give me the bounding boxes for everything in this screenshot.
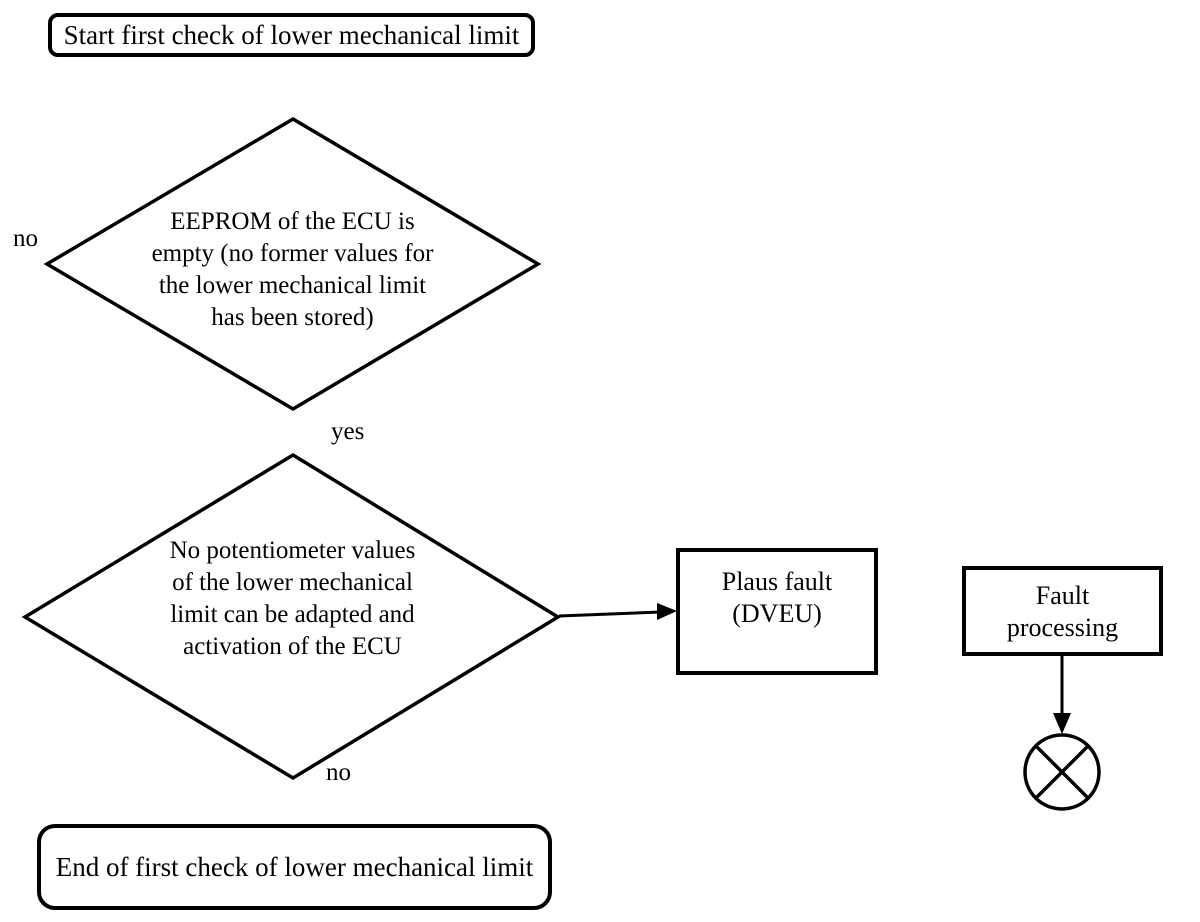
decision2-line: limit can be adapted and: [170, 601, 415, 628]
decision2-text: No potentiometer values of the lower mec…: [60, 535, 525, 663]
start-node-label: Start first check of lower mechanical li…: [63, 19, 520, 50]
decision1-line: has been stored): [211, 304, 374, 331]
fault-processing-line: processing: [1006, 613, 1119, 642]
decision1-diamond: [43, 116, 542, 412]
decision2-line: activation of the ECU: [183, 633, 402, 660]
plaus-fault-line: (DVEU): [732, 599, 822, 628]
decision2-no-label: no: [326, 759, 351, 786]
decision1-no-label: no: [13, 225, 38, 252]
fault-processing-line: Fault: [1035, 581, 1090, 610]
decision2-line: No potentiometer values: [169, 537, 416, 564]
crossed-circle-terminator-icon: [1023, 733, 1101, 811]
decision2-diamond: [21, 452, 562, 781]
plaus-fault-node: Plaus fault (DVEU): [676, 548, 878, 675]
start-node: Start first check of lower mechanical li…: [48, 13, 535, 57]
end-node-label: End of first check of lower mechanical l…: [55, 851, 534, 882]
decision2-line: of the lower mechanical: [172, 569, 413, 596]
plaus-fault-line: Plaus fault: [721, 567, 833, 596]
arrow-fault-processing-to-terminator: [1053, 656, 1071, 734]
decision1-text: EEPROM of the ECU is empty (no former va…: [60, 206, 525, 334]
decision1-line: the lower mechanical limit: [158, 272, 427, 299]
arrow-decision2-to-plaus-fault: [558, 603, 677, 620]
decision1-yes-label: yes: [331, 418, 365, 445]
end-node: End of first check of lower mechanical l…: [37, 824, 552, 910]
decision1-line: EEPROM of the ECU is: [170, 208, 415, 235]
fault-processing-node: Fault processing: [962, 566, 1163, 656]
decision1-line: empty (no former values for: [151, 240, 434, 267]
